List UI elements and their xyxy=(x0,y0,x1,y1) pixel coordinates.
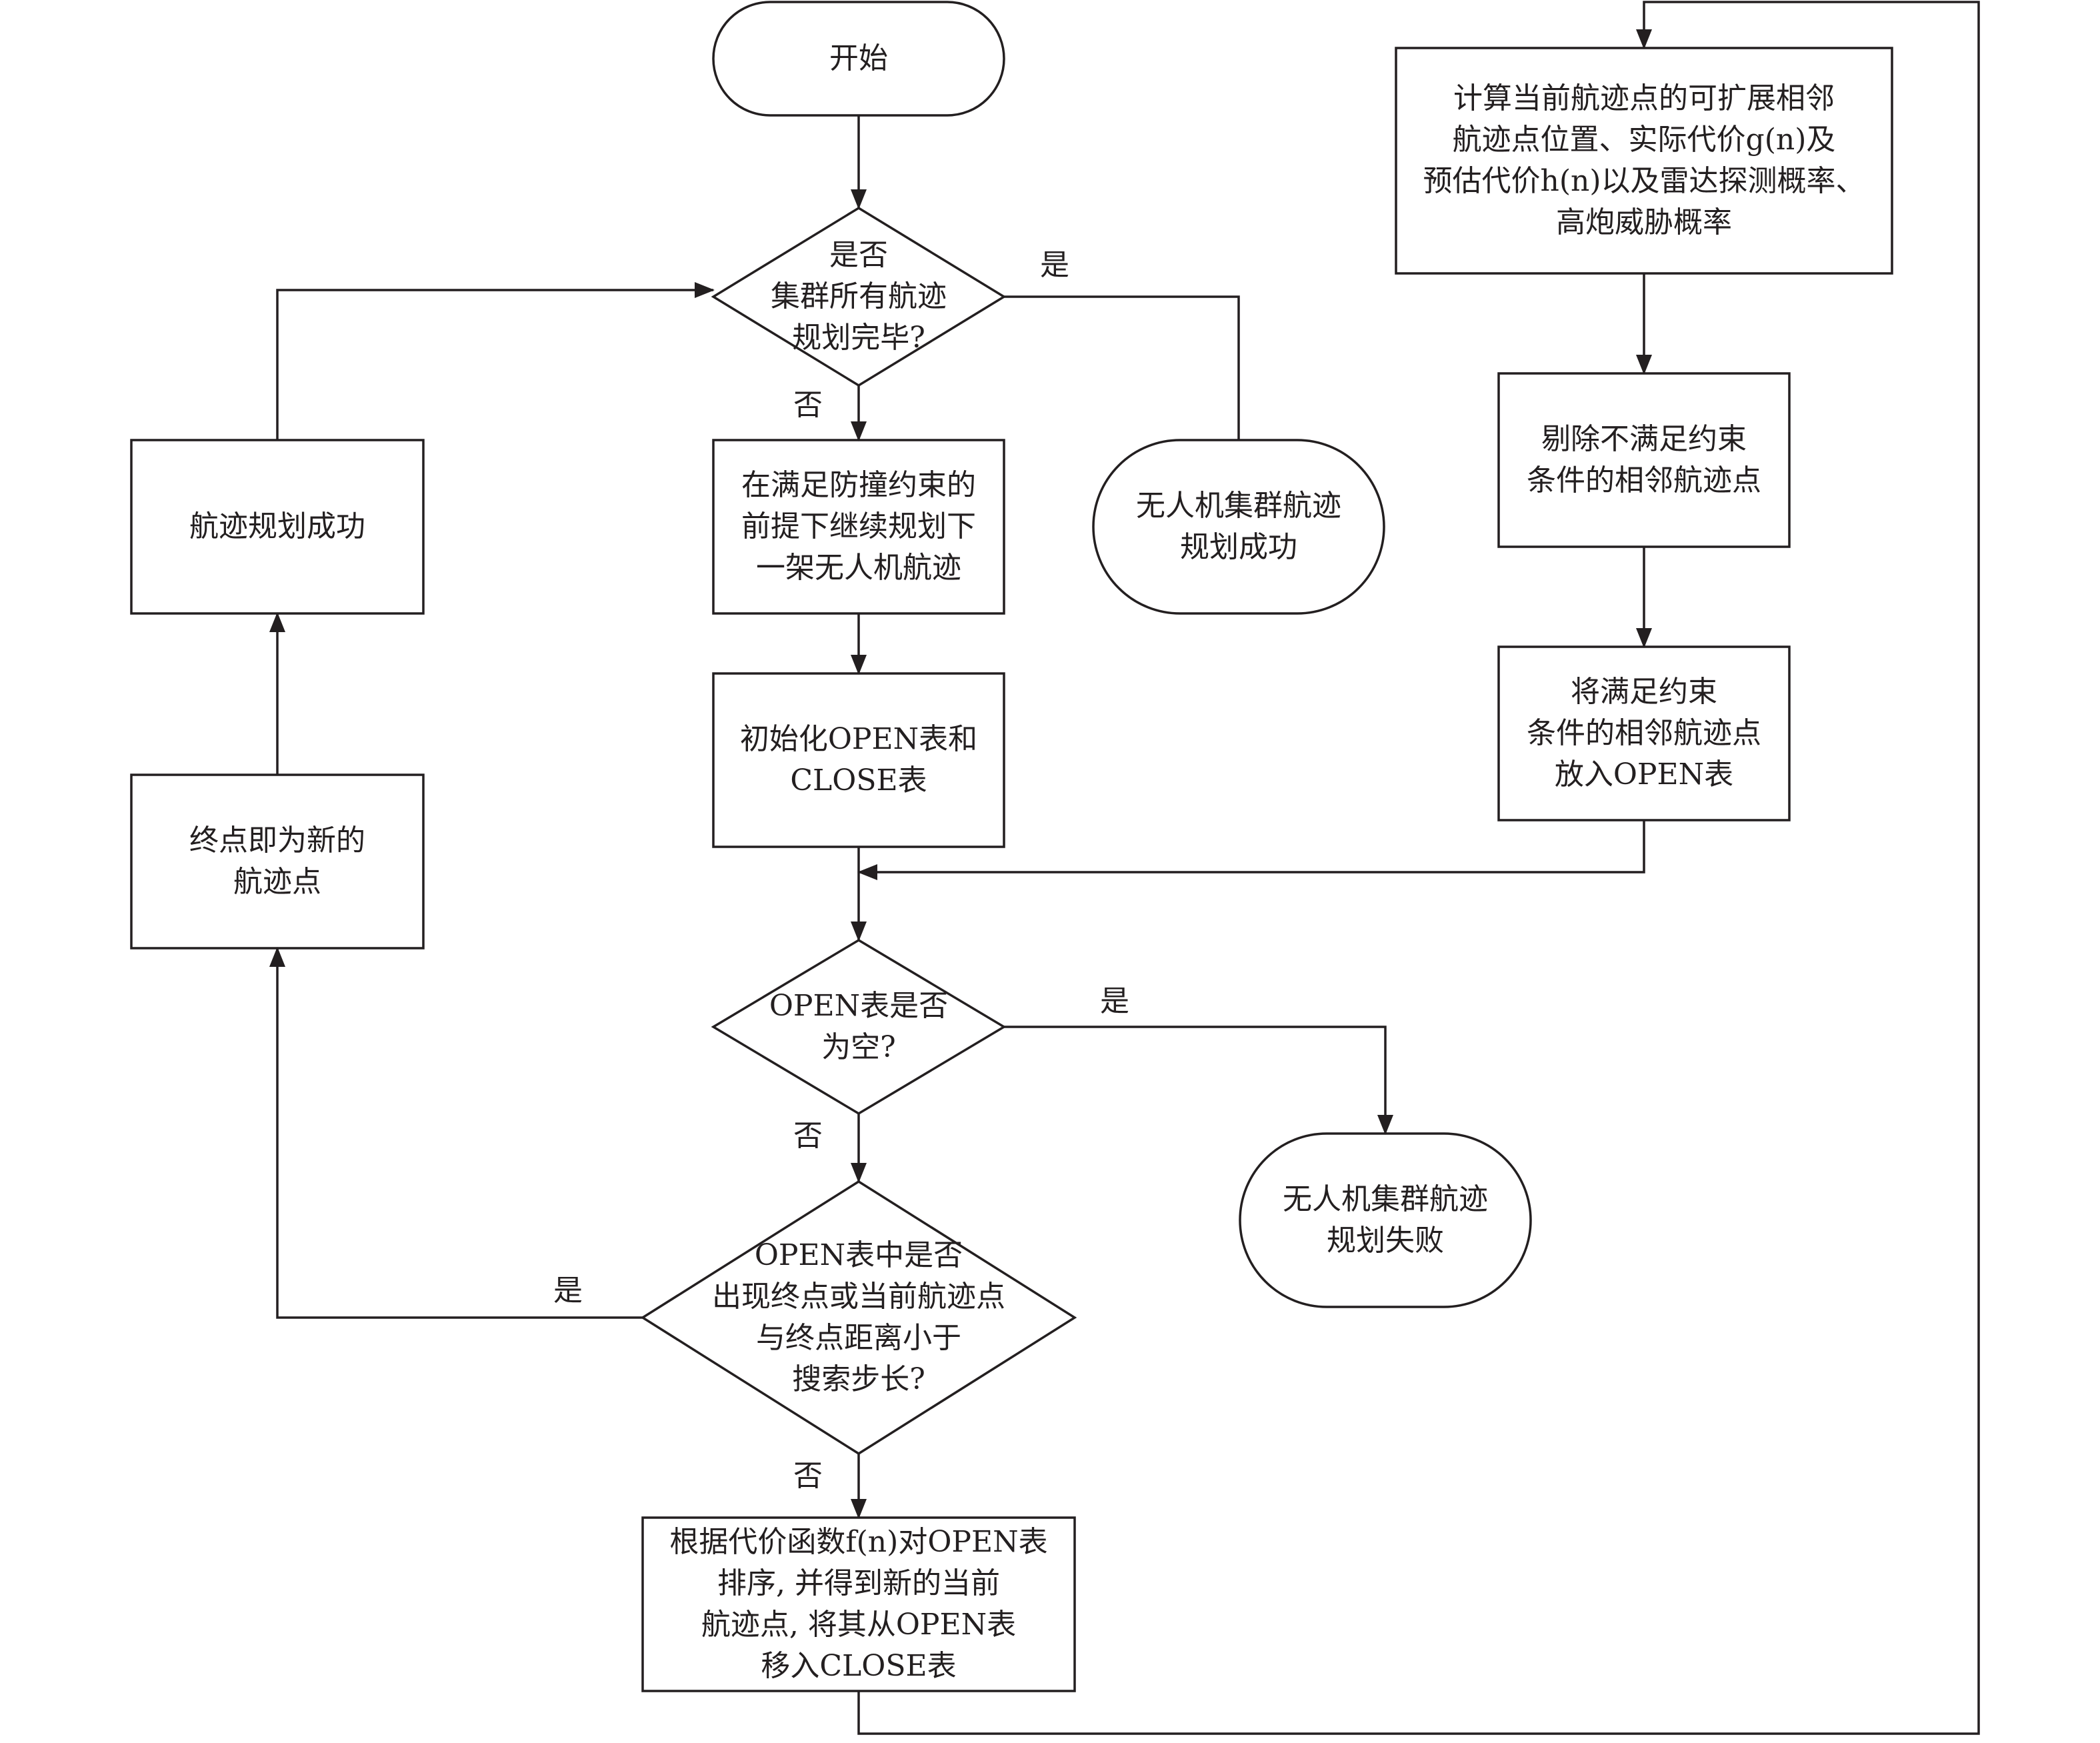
check-all-label: 是否 集群所有航迹 规划完毕? xyxy=(771,238,947,355)
fail-label: 无人机集群航迹 规划失败 xyxy=(1283,1182,1488,1258)
success-all-label: 无人机集群航迹 规划成功 xyxy=(1136,489,1341,564)
open-empty-no-label: 否 xyxy=(793,1119,823,1153)
reach-goal-no-label: 否 xyxy=(793,1459,823,1493)
compute-costs-box xyxy=(1395,47,1893,275)
edge-success-to-check xyxy=(276,282,715,440)
remove-label: 剔除不满足约束 条件的相邻航迹点 xyxy=(1527,422,1761,497)
open-empty-yes-label: 是 xyxy=(1100,984,1129,1018)
reach-goal-yes-label: 是 xyxy=(553,1274,583,1308)
reach-goal-label: OPEN表中是否 出现终点或当前航迹点 与终点距离小于 搜索步长? xyxy=(712,1238,1005,1396)
edge-put-to-open-empty xyxy=(857,820,1645,880)
init-label: 初始化OPEN表和 CLOSE表 xyxy=(739,722,978,797)
plan-next-label: 在满足防撞约束的 前提下继续规划下 一架无人机航迹 xyxy=(741,468,976,585)
edge-check-yes xyxy=(1004,295,1240,440)
edge-open-empty-yes xyxy=(1004,1026,1393,1135)
goal-as-new-point-box xyxy=(130,773,425,950)
edge-sort-loop-to-compute xyxy=(857,1,1980,1735)
sort-open-box xyxy=(641,1516,1076,1692)
init-open-close-box xyxy=(712,672,1005,848)
put-into-open-box xyxy=(1497,645,1791,821)
goal-as-new-label: 终点即为新的 航迹点 xyxy=(189,823,365,899)
sort-label: 根据代价函数f(n)对OPEN表 排序, 并得到新的当前 航迹点, 将其从OPE… xyxy=(669,1525,1048,1683)
edge-reach-goal-yes xyxy=(269,947,643,1319)
start-label: 开始 xyxy=(829,41,888,75)
compute-label: 计算当前航迹点的可扩展相邻 航迹点位置、实际代价g(n)及 预估代价h(n)以及… xyxy=(1423,81,1865,239)
check-all-no-label: 否 xyxy=(793,388,823,422)
put-open-label: 将满足约束 条件的相邻航迹点 放入OPEN表 xyxy=(1527,675,1761,791)
open-empty-label: OPEN表是否 为空? xyxy=(769,989,949,1064)
path-success-box xyxy=(130,439,425,615)
check-all-yes-label: 是 xyxy=(1040,248,1069,282)
path-success-label: 航迹规划成功 xyxy=(189,509,365,543)
